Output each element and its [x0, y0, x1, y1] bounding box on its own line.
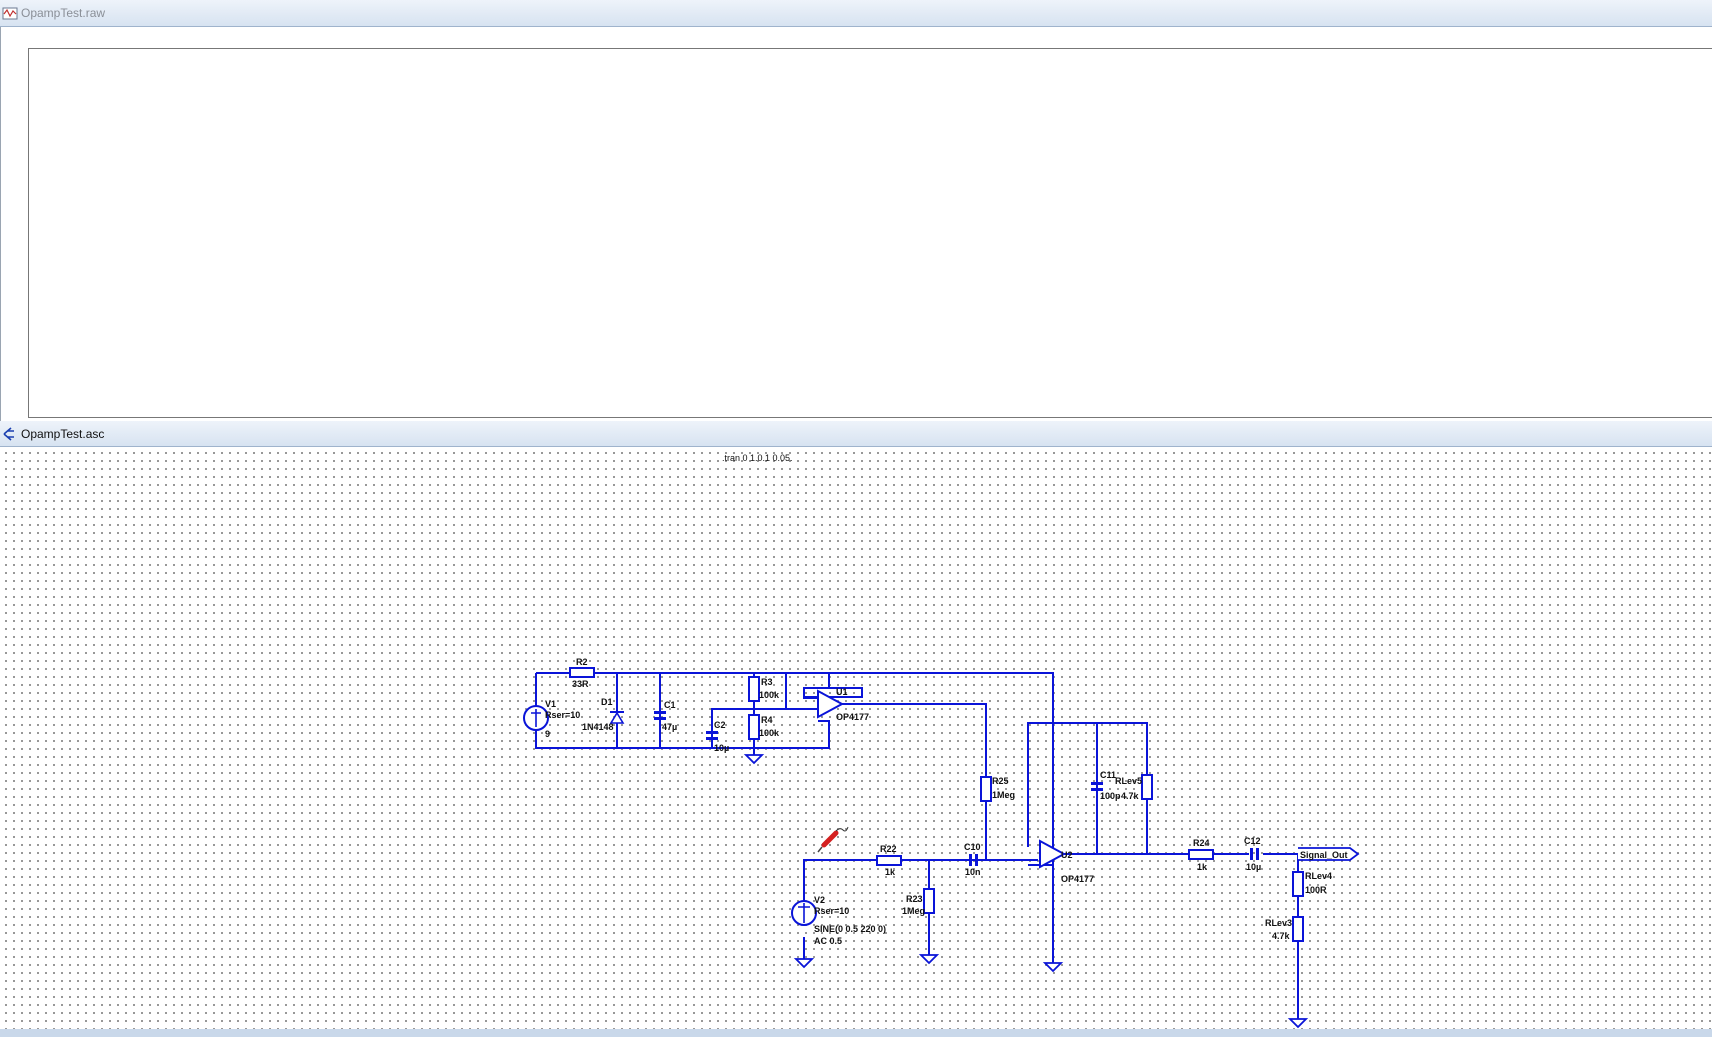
voltage-source-v1[interactable]: V1 Rser=10 9	[523, 699, 580, 739]
svg-text:R3: R3	[761, 677, 773, 687]
ground-symbol-4	[1042, 962, 1064, 973]
svg-text:10µ: 10µ	[714, 743, 729, 753]
ground-symbol-1	[743, 748, 765, 765]
svg-text:U2: U2	[1061, 850, 1073, 860]
svg-text:RLev5: RLev5	[1115, 776, 1142, 786]
schematic-canvas[interactable]: .tran 0 1.0.1 0.05. R2 33R V1 Rser=10 9 …	[0, 447, 1712, 1029]
svg-text:RLev4: RLev4	[1305, 871, 1332, 881]
capacitor-c2[interactable]: C2 10µ	[706, 720, 729, 753]
svg-text:10n: 10n	[965, 867, 981, 877]
svg-text:C1: C1	[664, 700, 676, 710]
ground-symbol-5	[1287, 1018, 1309, 1029]
capacitor-c12[interactable]: C12 10µ	[1244, 836, 1261, 872]
asc-window-title: OpampTest.asc	[21, 427, 105, 441]
raw-window-title: OpampTest.raw	[21, 6, 106, 20]
waveform-viewer-pane[interactable]	[0, 27, 1712, 421]
resistor-r25[interactable]: R25 1Meg	[980, 776, 1015, 802]
svg-text:100p: 100p	[1100, 791, 1121, 801]
svg-text:Rser=10: Rser=10	[814, 906, 849, 916]
waveform-viewer-icon	[2, 7, 18, 20]
svg-text:V2: V2	[814, 895, 825, 905]
svg-text:AC 0.5: AC 0.5	[814, 936, 842, 946]
svg-text:R23: R23	[906, 894, 923, 904]
ground-symbol-3	[918, 954, 940, 965]
svg-text:Signal_Out: Signal_Out	[1300, 850, 1348, 860]
schematic-editor-icon	[3, 427, 14, 441]
svg-text:1k: 1k	[885, 867, 896, 877]
svg-text:OP4177: OP4177	[1061, 874, 1094, 884]
raw-window-titlebar[interactable]: OpampTest.raw	[0, 0, 1712, 27]
svg-text:R4: R4	[761, 715, 773, 725]
capacitor-c1[interactable]: C1 47µ	[654, 700, 677, 732]
svg-text:C10: C10	[964, 842, 981, 852]
resistor-r24[interactable]: R24 1k	[1188, 838, 1214, 872]
svg-text:RLev3: RLev3	[1265, 918, 1292, 928]
resistor-r23[interactable]: R23 1Meg	[902, 888, 935, 916]
svg-text:100k: 100k	[759, 690, 780, 700]
svg-text:1N4148: 1N4148	[582, 722, 614, 732]
svg-text:OP4177: OP4177	[836, 712, 869, 722]
svg-text:D1: D1	[601, 697, 613, 707]
svg-text:C2: C2	[714, 720, 726, 730]
svg-text:U1: U1	[836, 687, 848, 697]
svg-text:R24: R24	[1193, 838, 1210, 848]
svg-text:C11: C11	[1100, 770, 1116, 780]
capacitor-c10[interactable]: C10 10n	[964, 842, 981, 877]
voltage-probe-icon	[817, 826, 849, 853]
svg-text:C12: C12	[1244, 836, 1261, 846]
svg-text:R2: R2	[576, 657, 588, 667]
diode-d1[interactable]: D1 1N4148	[582, 697, 625, 732]
svg-text:33R: 33R	[572, 679, 589, 689]
svg-text:1k: 1k	[1197, 862, 1208, 872]
svg-text:100k: 100k	[759, 728, 780, 738]
ground-symbol-2	[793, 958, 815, 969]
resistor-r22[interactable]: R22 1k	[876, 844, 902, 877]
resistor-r4[interactable]: R4 100k	[748, 714, 780, 740]
net-label-signal-out[interactable]: Signal_Out	[1298, 847, 1360, 861]
capacitor-c11[interactable]: C11 100p	[1091, 770, 1121, 801]
opamp-u1[interactable]: U1 OP4177	[817, 687, 869, 722]
svg-text:V1: V1	[545, 699, 556, 709]
asc-window-titlebar[interactable]: OpampTest.asc	[0, 421, 1712, 447]
svg-text:100R: 100R	[1305, 885, 1327, 895]
resistor-rlev5[interactable]: RLev5 4.7k	[1115, 774, 1153, 801]
resistor-rlev4[interactable]: RLev4 100R	[1292, 871, 1332, 897]
window-bottom-edge	[0, 1029, 1712, 1037]
svg-text:SINE(0 0.5 220 0): SINE(0 0.5 220 0)	[814, 924, 886, 934]
svg-text:R25: R25	[992, 776, 1009, 786]
svg-text:4.7k: 4.7k	[1272, 931, 1291, 941]
tran-directive[interactable]: .tran 0 1.0.1 0.05.	[722, 453, 793, 463]
svg-text:9: 9	[545, 729, 550, 739]
opamp-u2[interactable]: U2 OP4177	[1039, 839, 1094, 884]
svg-text:1Meg: 1Meg	[992, 790, 1015, 800]
resistor-r2[interactable]: R2 33R	[569, 657, 595, 689]
svg-text:1Meg: 1Meg	[902, 906, 925, 916]
voltage-source-v2[interactable]: V2 Rser=10 SINE(0 0.5 220 0) AC 0.5	[791, 895, 886, 946]
svg-text:47µ: 47µ	[662, 722, 677, 732]
svg-text:4.7k: 4.7k	[1121, 791, 1140, 801]
plot-area[interactable]	[28, 48, 1712, 418]
resistor-r3[interactable]: R3 100k	[748, 676, 780, 702]
svg-text:10µ: 10µ	[1246, 862, 1261, 872]
resistor-rlev3[interactable]: RLev3 4.7k	[1265, 916, 1304, 942]
svg-text:R22: R22	[880, 844, 897, 854]
svg-text:Rser=10: Rser=10	[545, 710, 580, 720]
